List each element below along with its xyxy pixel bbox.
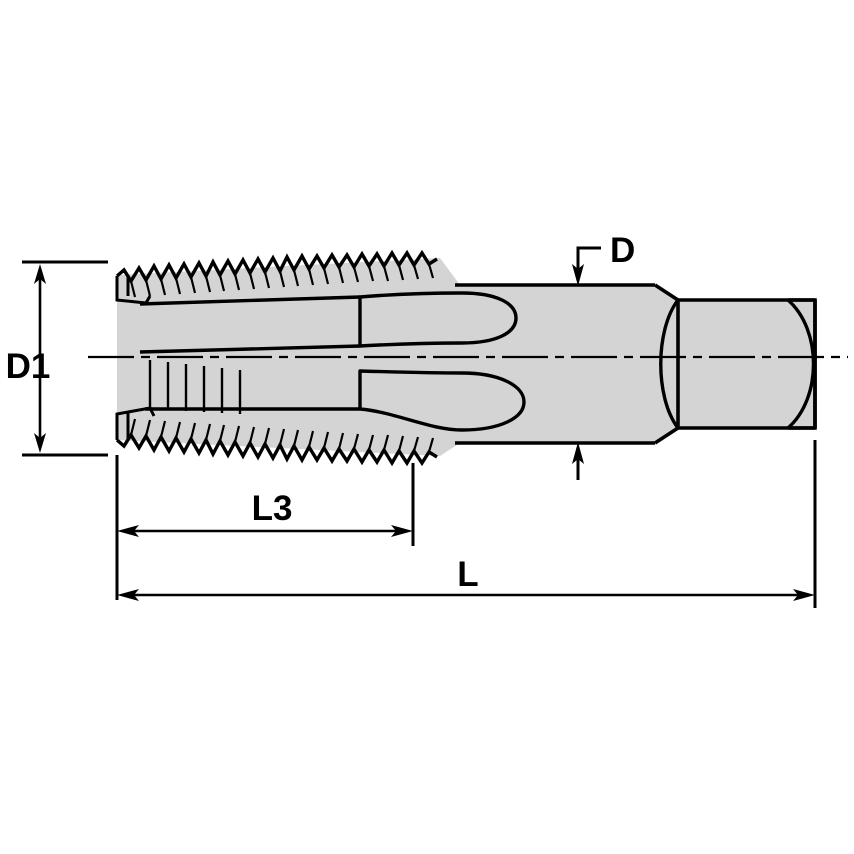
l-arrow-right bbox=[793, 589, 815, 601]
thread-profile-top bbox=[115, 249, 438, 285]
dimension-l: L bbox=[117, 440, 817, 608]
thread-flank-lines-top bbox=[129, 263, 435, 298]
l3-label: L3 bbox=[252, 489, 293, 528]
l3-arrow-right bbox=[391, 525, 413, 537]
tip-chamfer-bottom bbox=[115, 406, 156, 440]
d1-label: D1 bbox=[6, 347, 51, 386]
d-leader bbox=[576, 246, 601, 272]
d-label: D bbox=[610, 231, 635, 270]
l3-arrow-left bbox=[117, 525, 139, 537]
flute-detail-lines bbox=[148, 360, 242, 414]
d1-arrow-down bbox=[34, 433, 46, 453]
thread-flank-lines-bottom bbox=[129, 418, 435, 453]
flute-runout-lower bbox=[358, 369, 526, 432]
shank-outline bbox=[455, 283, 679, 445]
thread-profile-bottom bbox=[115, 431, 438, 467]
l-arrow-left bbox=[117, 589, 139, 601]
dimension-d: D bbox=[572, 231, 635, 480]
square-drive bbox=[659, 298, 817, 430]
d-arrow-bottom bbox=[572, 442, 584, 464]
tip-chamfer-top bbox=[115, 276, 152, 305]
flute-runout-upper bbox=[358, 291, 518, 348]
dimension-d1: D1 bbox=[6, 260, 108, 457]
d1-arrow-up bbox=[34, 264, 46, 284]
d-arrow-top bbox=[572, 264, 584, 286]
l-label: L bbox=[457, 555, 478, 594]
flute-body-upper bbox=[139, 295, 361, 354]
dimension-l3: L3 bbox=[115, 455, 415, 600]
